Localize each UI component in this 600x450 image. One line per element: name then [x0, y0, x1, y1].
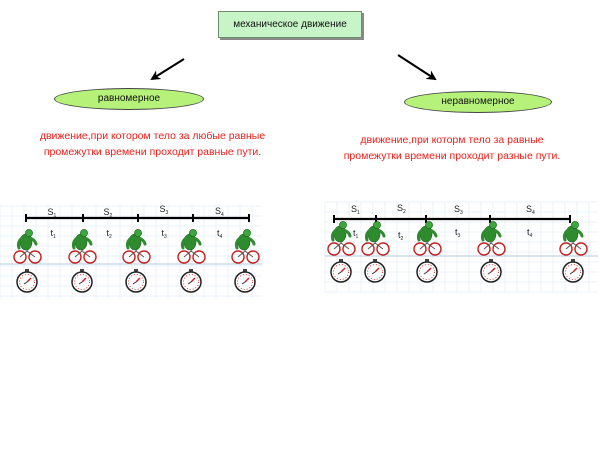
time-label-base: t	[51, 228, 54, 238]
diagram-title: механическое движение	[218, 11, 362, 38]
cyclist-icon	[413, 221, 442, 256]
cyclist-icon	[559, 221, 588, 256]
cyclist-icon	[13, 229, 42, 264]
distance-label-base: S	[397, 203, 403, 213]
stopwatch-icon	[234, 269, 256, 293]
stopwatch-icon	[16, 269, 38, 293]
distance-label: S1	[351, 204, 360, 216]
stopwatch-icon	[480, 259, 502, 283]
time-label-base: t	[455, 227, 458, 237]
time-label: t4	[217, 228, 223, 240]
distance-label: S4	[526, 204, 535, 216]
stopwatch-icon	[180, 269, 202, 293]
distance-label: S3	[160, 204, 169, 216]
stopwatch-icon	[562, 259, 584, 283]
distance-label-sub: 3	[460, 210, 463, 216]
cyclist-icon	[477, 221, 506, 256]
cyclist-icon	[177, 229, 206, 264]
distance-label: S2	[397, 203, 406, 215]
distance-label-sub: 1	[357, 210, 360, 216]
stopwatch-icon	[364, 259, 386, 283]
distance-label-sub: 2	[110, 213, 113, 219]
time-label: t3	[455, 227, 461, 239]
distance-label-base: S	[526, 204, 532, 214]
cyclist-icon	[122, 229, 151, 264]
distance-label-base: S	[215, 206, 221, 216]
distance-label: S4	[215, 206, 224, 218]
nonuniform-description: движение,при которм тело за равные проме…	[313, 132, 591, 164]
stopwatch-icon	[71, 269, 93, 293]
time-label: t2	[107, 228, 113, 240]
nonuniform-description-line: движение,при которм тело за равные	[360, 134, 544, 146]
time-label-base: t	[107, 228, 110, 238]
uniform-description-line: движение,при котором тело за любые равны…	[39, 130, 266, 142]
time-label-sub: 2	[401, 236, 404, 242]
time-label: t2	[398, 230, 404, 242]
distance-label: S3	[454, 204, 463, 216]
time-label-sub: 3	[164, 234, 167, 240]
stopwatch-icon	[330, 259, 352, 283]
time-label: t4	[527, 227, 533, 239]
cyclist-icon	[327, 221, 356, 256]
distance-label-base: S	[104, 207, 110, 217]
time-label-sub: 3	[458, 233, 461, 239]
time-label: t3	[162, 228, 168, 240]
distance-label-sub: 4	[221, 212, 224, 218]
time-label: t1	[353, 228, 359, 240]
cyclist-icon	[68, 229, 97, 264]
uniform-description-line: промежутки времени проходит равные пути.	[43, 146, 262, 158]
time-label-base: t	[353, 228, 356, 238]
uniform-description: движение,при котором тело за любые равны…	[10, 128, 295, 160]
nonuniform-motion-label: неравномерное	[404, 91, 552, 113]
arrow-icon	[150, 58, 185, 81]
distance-label-base: S	[351, 204, 357, 214]
time-label: t1	[51, 228, 57, 240]
distance-label: S2	[104, 207, 113, 219]
time-label-sub: 4	[530, 233, 533, 239]
stopwatch-icon	[416, 259, 438, 283]
time-label-sub: 2	[109, 234, 112, 240]
distance-label-sub: 2	[403, 209, 406, 215]
cyclist-icon	[361, 221, 390, 256]
time-label-base: t	[217, 228, 220, 238]
time-label-sub: 1	[53, 234, 56, 240]
arrow-icon	[397, 54, 437, 81]
time-label-base: t	[162, 228, 165, 238]
nonuniform-description-line: промежутки времени проходит разные пути.	[343, 150, 561, 162]
distance-label-sub: 4	[532, 210, 535, 216]
distance-label-base: S	[454, 204, 460, 214]
time-label-sub: 4	[220, 234, 223, 240]
time-label-base: t	[398, 230, 401, 240]
distance-label-sub: 3	[166, 210, 169, 216]
stopwatch-icon	[125, 269, 147, 293]
distance-label: S1	[48, 207, 57, 219]
distance-label-base: S	[48, 207, 54, 217]
distance-label-base: S	[160, 204, 166, 214]
distance-label-sub: 1	[54, 213, 57, 219]
cyclist-icon	[231, 229, 260, 264]
uniform-motion-label: равномерное	[54, 88, 204, 110]
time-label-sub: 1	[356, 234, 359, 240]
time-label-base: t	[527, 227, 530, 237]
